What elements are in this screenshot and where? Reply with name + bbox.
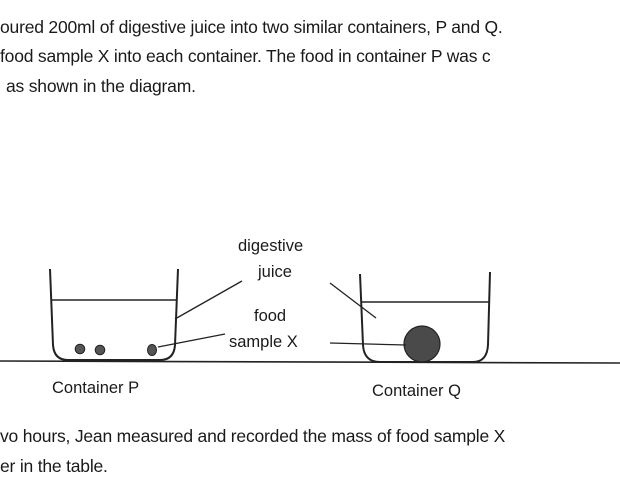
label-juice: juice: [258, 263, 292, 281]
pointer-food-p: [157, 333, 226, 348]
container-p: [49, 268, 179, 361]
question-text-line-5: er in the table.: [0, 456, 108, 476]
pointer-juice-p: [174, 280, 243, 320]
question-text-line-3: as shown in the diagram.: [6, 76, 196, 96]
food-lump-q: [403, 325, 441, 363]
question-text-line-4: vo hours, Jean measured and recorded the…: [0, 426, 506, 446]
pointer-juice-q: [329, 282, 377, 319]
table-surface-line: [0, 360, 620, 364]
pointer-food-q: [329, 342, 407, 346]
label-container-q: Container Q: [372, 382, 461, 400]
label-container-p: Container P: [52, 379, 140, 397]
label-food: food: [254, 307, 287, 325]
question-text-line-2: food sample X into each container. The f…: [0, 46, 491, 66]
label-digestive: digestive: [238, 237, 304, 255]
food-pieces-p: [74, 343, 157, 356]
question-text-line-1: oured 200ml of digestive juice into two …: [0, 17, 503, 37]
label-sample-x: sample X: [229, 333, 298, 351]
